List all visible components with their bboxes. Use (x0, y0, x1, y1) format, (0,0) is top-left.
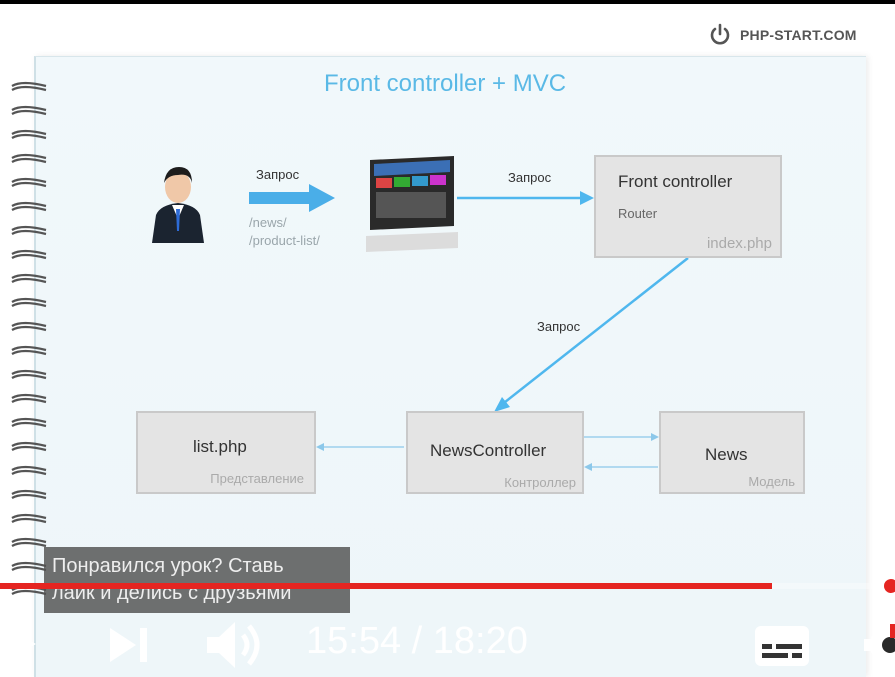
front-controller-title: Front controller (618, 172, 733, 191)
brand: PHP-START.COM (708, 22, 857, 48)
model-subtitle: Модель (748, 474, 795, 489)
time-separator: / (411, 620, 423, 662)
video-caption: Понравился урок? Ставь лайк и делись с д… (44, 547, 350, 613)
front-controller-file: index.php (706, 235, 772, 252)
power-icon (710, 23, 730, 45)
route-path: /news/ (249, 215, 287, 230)
route-path: /product-list/ (249, 233, 320, 248)
controller-subtitle: Контроллер (504, 475, 576, 490)
route-paths: /news/ /product-list/ (249, 214, 320, 250)
view-subtitle: Представление (210, 471, 304, 486)
play-icon[interactable] (0, 622, 40, 666)
duration: 18:20 (432, 620, 528, 662)
user-icon (152, 167, 204, 243)
front-controller-box: Front controller Router index.php (594, 155, 782, 258)
time-display: 15:54 / 18:20 (306, 620, 528, 663)
request-label-controller: Запрос (537, 319, 581, 334)
controller-title: NewsController (430, 441, 547, 460)
volume-icon[interactable] (205, 620, 265, 670)
progress-fill (0, 583, 772, 589)
model-box: News Модель (659, 411, 805, 494)
request-label-user: Запрос (256, 167, 300, 182)
view-box: list.php Представление (136, 411, 316, 494)
caption-line-1: Понравился урок? Ставь (52, 555, 284, 577)
request-arrow-user (249, 184, 335, 212)
front-controller-role: Router (618, 206, 658, 221)
notebook-spiral (11, 81, 47, 596)
next-icon[interactable] (108, 624, 150, 666)
controller-box: NewsController Контроллер (406, 411, 584, 494)
slide-title: Front controller + MVC (324, 70, 567, 97)
progress-scrubber[interactable] (884, 579, 895, 593)
website-screens-icon (366, 156, 458, 252)
settings-icon[interactable] (864, 620, 895, 670)
model-title: News (705, 445, 748, 464)
subtitles-icon[interactable] (753, 624, 811, 668)
top-border (0, 0, 895, 4)
brand-text: PHP-START.COM (740, 27, 857, 43)
request-label-front: Запрос (508, 170, 552, 185)
current-time: 15:54 (306, 620, 402, 662)
view-title: list.php (193, 437, 247, 456)
